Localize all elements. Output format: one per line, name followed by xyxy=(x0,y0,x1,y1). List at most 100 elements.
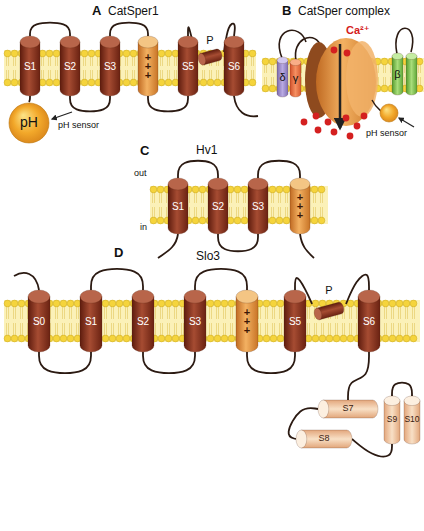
connecting-loop xyxy=(289,408,318,439)
text-holder: S9 xyxy=(384,396,400,444)
lipid-tail xyxy=(322,207,323,218)
calcium-ion xyxy=(343,115,350,122)
lipid-head xyxy=(410,335,417,342)
lipid-tail xyxy=(314,323,315,336)
lipid-tail xyxy=(97,70,98,80)
lipid-head xyxy=(46,79,53,86)
text-holder: S3 xyxy=(184,290,206,352)
lipid-tail xyxy=(169,70,170,80)
lipid-tail xyxy=(111,306,112,319)
lipid-tail xyxy=(216,306,217,319)
calcium-ion xyxy=(331,129,338,136)
helix-label: S6 xyxy=(228,61,240,72)
lipid-head xyxy=(283,217,290,224)
lipid-tail xyxy=(378,77,379,86)
lipid-tail xyxy=(127,306,128,319)
lipid-tail xyxy=(20,306,21,319)
lipid-tail xyxy=(272,323,273,336)
lipid-head xyxy=(333,335,340,342)
lipid-tail xyxy=(174,323,175,336)
lipid-tail xyxy=(43,70,44,80)
lipid-tail xyxy=(78,323,79,336)
lipid-tail xyxy=(309,323,310,336)
lipid-tail xyxy=(120,323,121,336)
callout-text: pH sensor xyxy=(58,120,99,130)
helix-cap xyxy=(178,36,198,48)
lipid-tail xyxy=(48,70,49,80)
lipid-head xyxy=(165,79,172,86)
auxiliary-subunit: γ xyxy=(290,59,301,97)
helix-label: S6 xyxy=(363,316,375,327)
lipid-tail xyxy=(420,64,421,73)
lipid-tail xyxy=(111,323,112,336)
lipid-head xyxy=(109,335,116,342)
lipid-tail xyxy=(64,306,65,319)
lipid-tail xyxy=(385,64,386,73)
lipid-head xyxy=(116,335,123,342)
lipid-head xyxy=(165,50,172,57)
text-holder: S10 xyxy=(404,396,420,444)
helix-cap xyxy=(197,52,207,65)
lipid-tail xyxy=(405,323,406,336)
text-holder: S5 xyxy=(284,290,306,352)
calcium-ion xyxy=(347,133,354,140)
helix-label: S1 xyxy=(24,61,36,72)
text-holder: δ xyxy=(277,57,288,97)
lipid-tail xyxy=(20,323,21,336)
lipid-tail xyxy=(230,323,231,336)
lipid-tail xyxy=(320,192,321,203)
lipid-tail xyxy=(243,192,244,203)
lipid-head xyxy=(123,335,130,342)
lipid-tail xyxy=(386,323,387,336)
lipid-tail xyxy=(236,207,237,218)
extracellular-loop xyxy=(396,28,413,54)
lipid-tail xyxy=(196,192,197,203)
lipid-head xyxy=(102,300,109,307)
lipid-head xyxy=(221,335,228,342)
lipid-tail xyxy=(90,70,91,80)
connecting-loop xyxy=(258,161,300,178)
text-holder: pH xyxy=(8,102,50,144)
lipid-head xyxy=(214,335,221,342)
helix-body xyxy=(60,42,80,96)
lipid-head xyxy=(214,79,221,86)
lipid-tail xyxy=(407,306,408,319)
lipid-head xyxy=(158,50,165,57)
lipid-head xyxy=(199,217,206,224)
lipid-head xyxy=(270,300,277,307)
lipid-tail xyxy=(160,323,161,336)
lipid-head xyxy=(318,186,325,193)
connecting-loop xyxy=(352,439,392,456)
lipid-tail xyxy=(22,306,23,319)
helix-cap xyxy=(277,57,288,64)
bilayer-core xyxy=(4,300,420,342)
lipid-tail xyxy=(15,56,16,66)
lipid-tail xyxy=(83,70,84,80)
lipid-tail xyxy=(229,207,230,218)
helix-cap xyxy=(100,36,120,48)
lipid-head xyxy=(165,335,172,342)
lipid-head xyxy=(60,300,67,307)
lipid-tail xyxy=(125,323,126,336)
lipid-tail xyxy=(271,192,272,203)
helix-cap xyxy=(60,36,80,48)
text-holder: S2 xyxy=(208,178,228,234)
lipid-tail xyxy=(264,64,265,73)
lipid-head xyxy=(283,186,290,193)
lipid-head xyxy=(165,300,172,307)
panel-letter: C xyxy=(140,144,149,159)
lipid-tail xyxy=(161,192,162,203)
lipid-tail xyxy=(167,70,168,80)
lipid-tail xyxy=(264,77,265,86)
helix-body xyxy=(392,56,403,95)
lipid-head xyxy=(269,58,276,65)
lipid-tail xyxy=(418,64,419,73)
helix-cap xyxy=(236,290,258,303)
lipid-head xyxy=(199,186,206,193)
lipid-tail xyxy=(356,306,357,319)
charge-symbol: +++ xyxy=(243,308,251,335)
helix-cap xyxy=(168,178,188,190)
lipid-tail xyxy=(125,70,126,80)
lipid-tail xyxy=(253,70,254,80)
